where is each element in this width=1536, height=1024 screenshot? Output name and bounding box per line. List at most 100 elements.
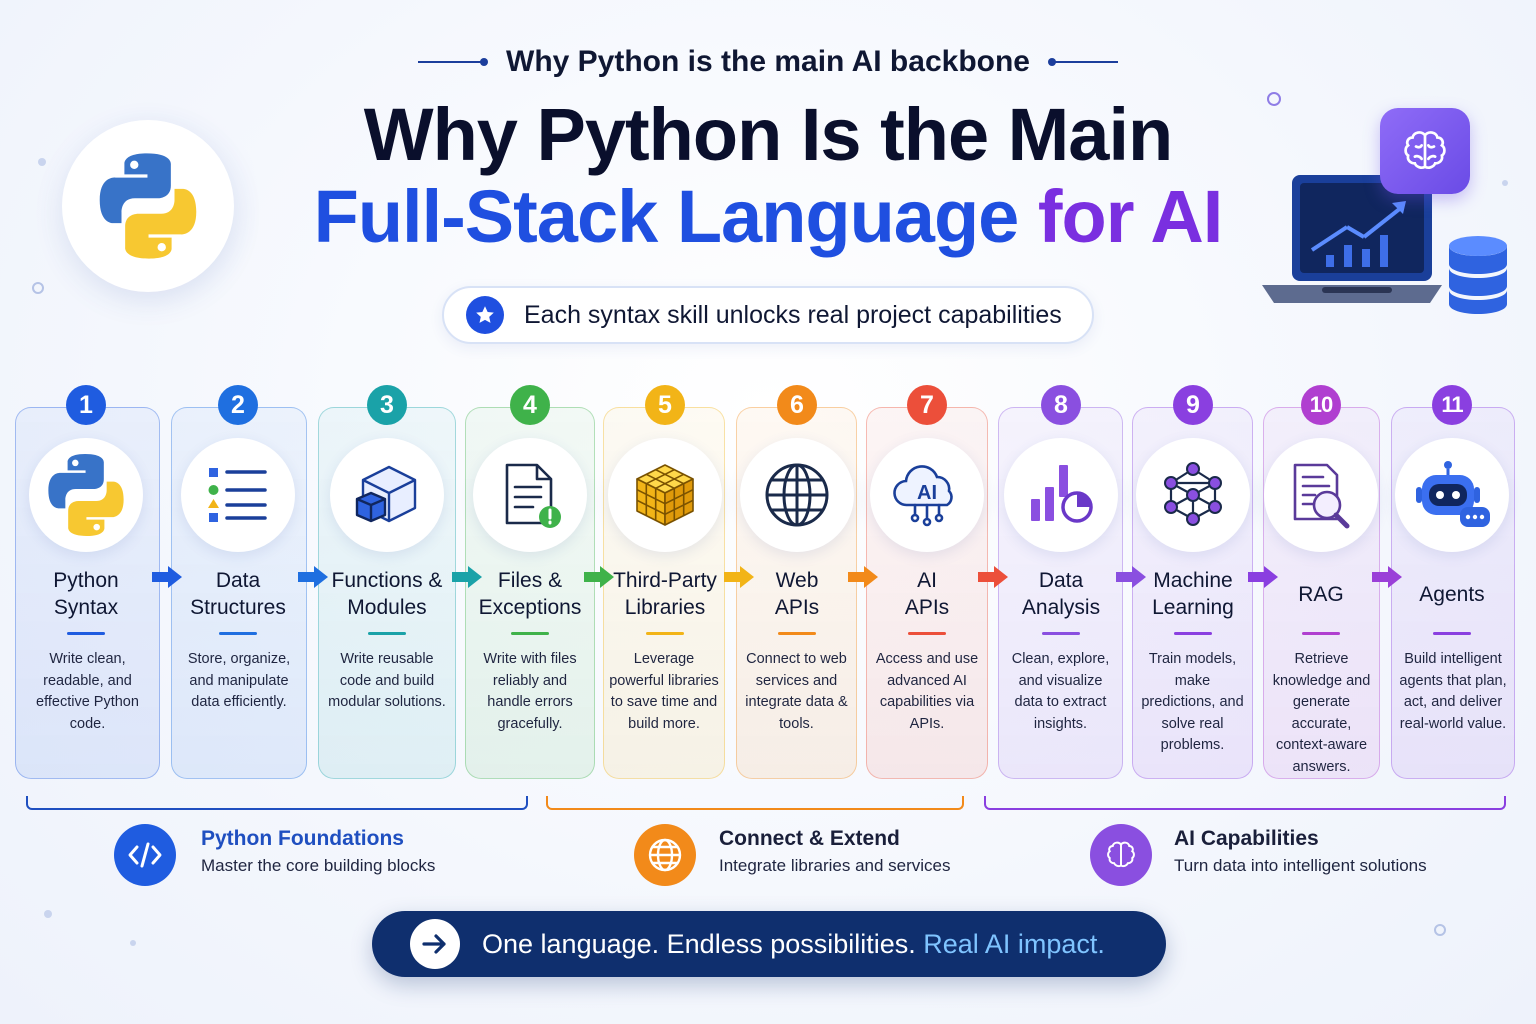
- step-description: Leverage powerful libraries to save time…: [609, 651, 719, 732]
- group-brace-ai: [984, 796, 1506, 810]
- step-title: AI APIs: [904, 569, 950, 619]
- file-alert-icon: [473, 438, 587, 552]
- kicker-line-left: [418, 58, 489, 66]
- bar-pie-chart-icon: [1004, 438, 1118, 552]
- title-line-2-part-1: Full-Stack Language: [313, 175, 1038, 258]
- step-title-underline: [219, 632, 257, 635]
- robot-icon: [1395, 438, 1509, 552]
- decor-dot: [1502, 180, 1508, 186]
- step-title: Data Analysis: [1021, 569, 1101, 619]
- group-brace-connect: [546, 796, 964, 810]
- rubiks-cube-icon: [608, 438, 722, 552]
- laptop-chart-icon: [1252, 165, 1452, 315]
- step-description: Write reusable code and build modular so…: [328, 651, 446, 710]
- step-number-badge: 11: [1432, 385, 1472, 425]
- kicker: Why Python is the main AI backbone: [0, 40, 1536, 84]
- step-number-badge: 7: [907, 385, 947, 425]
- step-description: Access and use advanced AI capabilities …: [875, 651, 979, 732]
- group-title-foundations: Python Foundations: [201, 827, 404, 850]
- step-description: Train models, make predictions, and solv…: [1141, 651, 1244, 753]
- decor-ring: [1267, 92, 1281, 106]
- footer-text: One language. Endless possibilities. Rea…: [482, 929, 1105, 960]
- step-title-underline: [1302, 632, 1340, 635]
- brain-icon: [1380, 108, 1470, 194]
- ai-cloud-icon: AI: [870, 438, 984, 552]
- decor-dot: [44, 910, 52, 918]
- step-title-underline: [1433, 632, 1471, 635]
- flow-arrow-icon: [582, 564, 616, 590]
- group-brace-foundations: [26, 796, 528, 810]
- step-title-underline: [368, 632, 406, 635]
- code-brackets-icon: [114, 824, 176, 886]
- flow-arrow-icon: [296, 564, 330, 590]
- flow-arrow-icon: [846, 564, 880, 590]
- kicker-line-right: [1047, 58, 1118, 66]
- subtitle-pill: Each syntax skill unlocks real project c…: [442, 286, 1094, 344]
- group-title-ai: AI Capabilities: [1174, 827, 1319, 850]
- decor-dot: [130, 940, 136, 946]
- step-description: Clean, explore, and visualize data to ex…: [1011, 651, 1110, 732]
- footer-text-highlight: Real AI impact.: [923, 928, 1105, 959]
- decor-dot: [38, 158, 46, 166]
- step-title-underline: [778, 632, 816, 635]
- step-description: Store, organize, and manipulate data eff…: [187, 651, 291, 710]
- python-logo-icon: [29, 438, 143, 552]
- footer-banner: One language. Endless possibilities. Rea…: [372, 911, 1166, 977]
- step-title: RAG: [1298, 582, 1344, 606]
- step-number-badge: 8: [1041, 385, 1081, 425]
- cube-icon: [330, 438, 444, 552]
- flow-arrow-icon: [150, 564, 184, 590]
- step-title-underline: [1174, 632, 1212, 635]
- footer-text-main: One language. Endless possibilities.: [482, 928, 924, 959]
- step-number-badge: 9: [1173, 385, 1213, 425]
- step-description: Connect to web services and integrate da…: [745, 651, 848, 732]
- pill-text: Each syntax skill unlocks real project c…: [524, 300, 1062, 329]
- step-number-badge: 10: [1301, 385, 1341, 425]
- step-title: Web APIs: [774, 569, 820, 619]
- arrow-right-icon: [410, 919, 460, 969]
- step-number-badge: 6: [777, 385, 817, 425]
- step-number-badge: 2: [218, 385, 258, 425]
- step-title: Files & Exceptions: [478, 569, 582, 619]
- step-title: Third-Party Libraries: [613, 569, 717, 619]
- step-number-badge: 4: [510, 385, 550, 425]
- globe-icon: [634, 824, 696, 886]
- flow-arrow-icon: [722, 564, 756, 590]
- step-title-underline: [1042, 632, 1080, 635]
- step-title-underline: [646, 632, 684, 635]
- step-title-underline: [67, 632, 105, 635]
- globe-icon: [740, 438, 854, 552]
- step-description: Write with files reliably and handle err…: [483, 651, 577, 732]
- step-description: Write clean, readable, and effective Pyt…: [36, 651, 139, 732]
- kicker-text: Why Python is the main AI backbone: [506, 45, 1030, 78]
- step-title: Data Structures: [190, 569, 286, 619]
- python-logo-icon: [62, 120, 234, 292]
- document-search-icon: [1264, 438, 1378, 552]
- flow-arrow-icon: [976, 564, 1010, 590]
- title-line-1: Why Python Is the Main: [363, 93, 1173, 176]
- group-subtitle-connect: Integrate libraries and services: [719, 856, 951, 875]
- title-line-2-part-2: for AI: [1037, 175, 1223, 258]
- step-number-badge: 3: [367, 385, 407, 425]
- step-title-underline: [908, 632, 946, 635]
- title-line-2: Full-Stack Language for AI: [0, 174, 1536, 259]
- step-title-underline: [511, 632, 549, 635]
- flow-arrow-icon: [1114, 564, 1148, 590]
- group-subtitle-ai: Turn data into intelligent solutions: [1174, 856, 1427, 875]
- flow-arrow-icon: [1246, 564, 1280, 590]
- svg-text:AI: AI: [917, 482, 937, 504]
- step-title: Functions & Modules: [331, 569, 443, 619]
- step-title: Agents: [1419, 582, 1485, 606]
- list-shapes-icon: [181, 438, 295, 552]
- database-icon: [1446, 232, 1510, 316]
- group-title-connect: Connect & Extend: [719, 827, 900, 850]
- step-title: Machine Learning: [1152, 569, 1234, 619]
- step-description: Retrieve knowledge and generate accurate…: [1272, 651, 1371, 775]
- group-subtitle-foundations: Master the core building blocks: [201, 856, 436, 875]
- step-description: Build intelligent agents that plan, act,…: [1399, 651, 1507, 732]
- flow-arrow-icon: [450, 564, 484, 590]
- step-title: Python Syntax: [53, 569, 119, 619]
- star-icon: [466, 296, 504, 334]
- neural-network-icon: [1136, 438, 1250, 552]
- brain-icon: [1090, 824, 1152, 886]
